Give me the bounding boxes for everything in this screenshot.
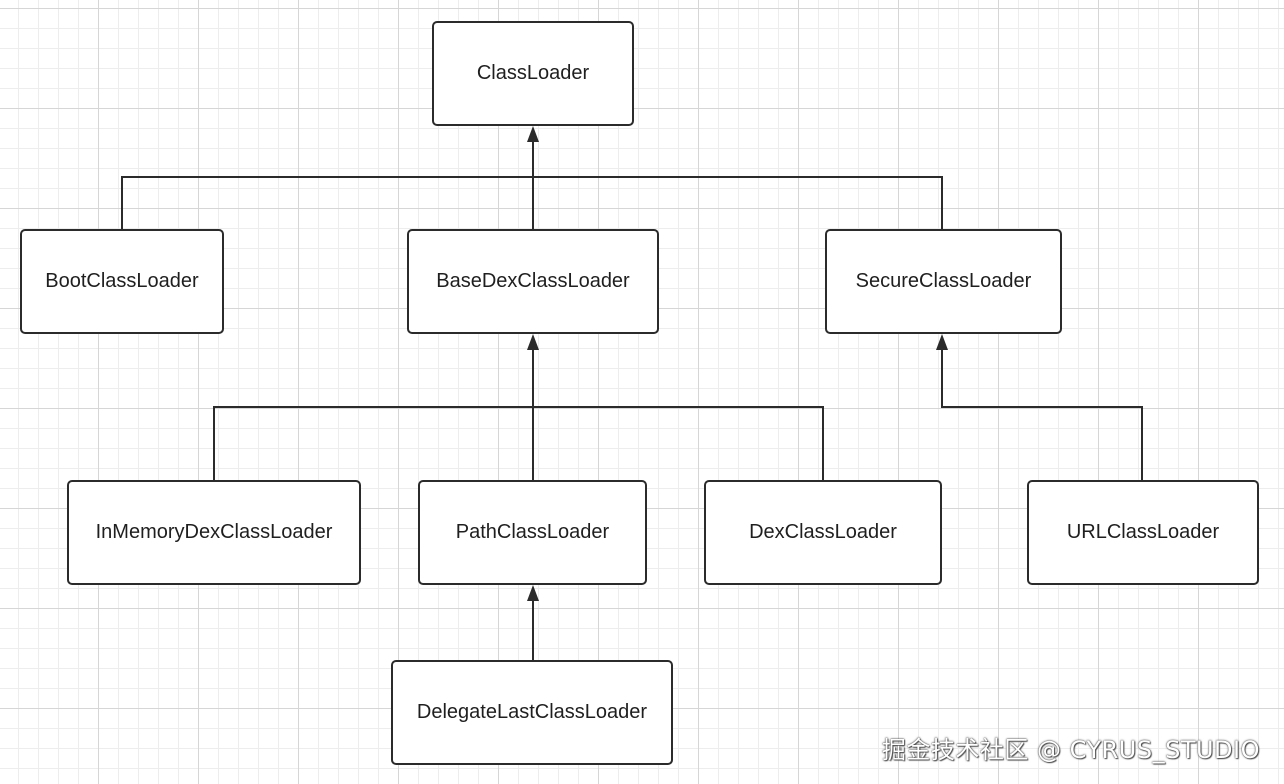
arrowhead-secureclassloader bbox=[936, 334, 948, 350]
arrowhead-pathclassloader bbox=[527, 585, 539, 601]
edge-inmemorydexclassloader-to-basedexclassloader bbox=[213, 406, 533, 480]
node-dexclassloader[interactable]: DexClassLoader bbox=[704, 480, 942, 585]
node-basedexclassloader[interactable]: BaseDexClassLoader bbox=[407, 229, 659, 334]
watermark-text: 掘金技术社区 @ CYRUS_STUDIO bbox=[881, 736, 1260, 764]
arrowhead-basedexclassloader bbox=[527, 334, 539, 350]
node-classloader[interactable]: ClassLoader bbox=[432, 21, 634, 126]
node-bootclassloader[interactable]: BootClassLoader bbox=[20, 229, 224, 334]
node-pathclassloader[interactable]: PathClassLoader bbox=[418, 480, 647, 585]
node-inmemorydexclassloader[interactable]: InMemoryDexClassLoader bbox=[67, 480, 361, 585]
node-secureclassloader[interactable]: SecureClassLoader bbox=[825, 229, 1062, 334]
edge-dexclassloader-to-basedexclassloader bbox=[533, 406, 824, 480]
node-delegatelastclassloader[interactable]: DelegateLastClassLoader bbox=[391, 660, 673, 765]
edge-secureclassloader-to-classloader bbox=[533, 176, 943, 229]
edge-bootclassloader-to-classloader bbox=[121, 176, 533, 229]
node-urlclassloader[interactable]: URLClassLoader bbox=[1027, 480, 1259, 585]
arrowhead-classloader bbox=[527, 126, 539, 142]
edge-urlclassloader-to-secureclassloader bbox=[941, 350, 1143, 480]
